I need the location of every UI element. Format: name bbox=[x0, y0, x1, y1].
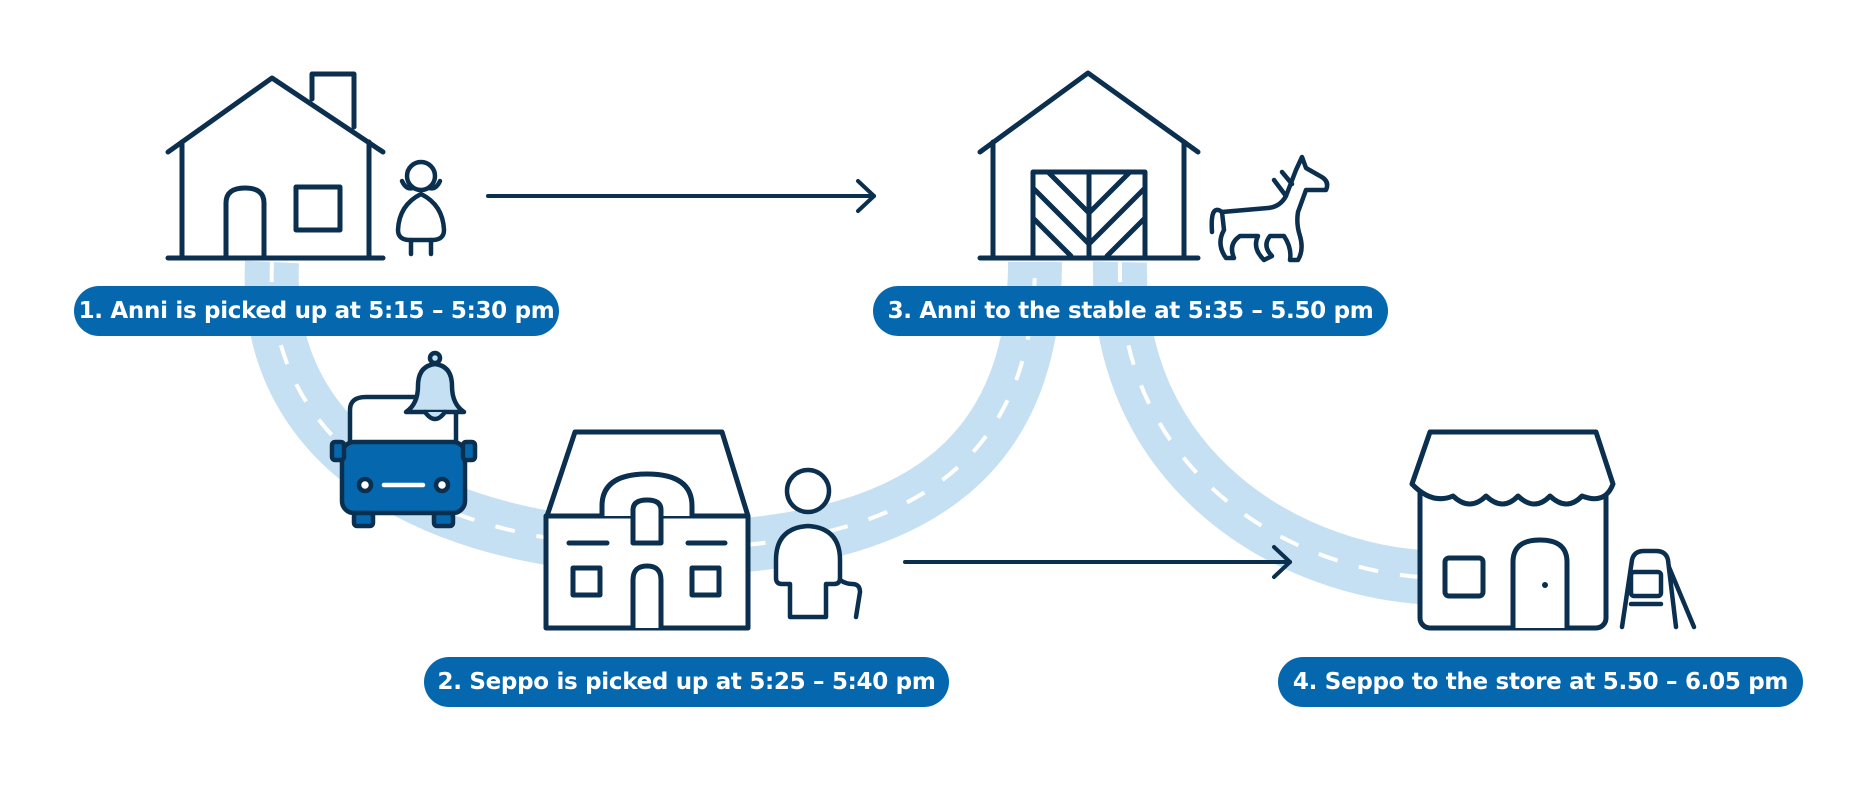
apartment-building-icon bbox=[543, 429, 751, 631]
store-icon bbox=[1409, 429, 1616, 631]
step-4-label: 4. Seppo to the store at 5.50 – 6.05 pm bbox=[1278, 657, 1803, 707]
elderly-person-icon bbox=[773, 467, 863, 620]
barn-icon bbox=[977, 70, 1201, 261]
step-2-label: 2. Seppo is picked up at 5:25 – 5:40 pm bbox=[424, 657, 949, 707]
sidewalk-sign-icon bbox=[1619, 548, 1697, 630]
arrow-seppo-to-store bbox=[903, 545, 1292, 579]
step-1-label: 1. Anni is picked up at 5:15 – 5:30 pm bbox=[74, 286, 559, 336]
bus-icon bbox=[329, 394, 478, 529]
step-3-label: 3. Anni to the stable at 5:35 – 5.50 pm bbox=[873, 286, 1388, 336]
horse-icon bbox=[1209, 154, 1330, 263]
arrow-anni-to-stable bbox=[486, 179, 876, 213]
house-icon bbox=[165, 71, 386, 261]
bell-icon bbox=[403, 350, 467, 422]
girl-icon bbox=[395, 159, 447, 257]
